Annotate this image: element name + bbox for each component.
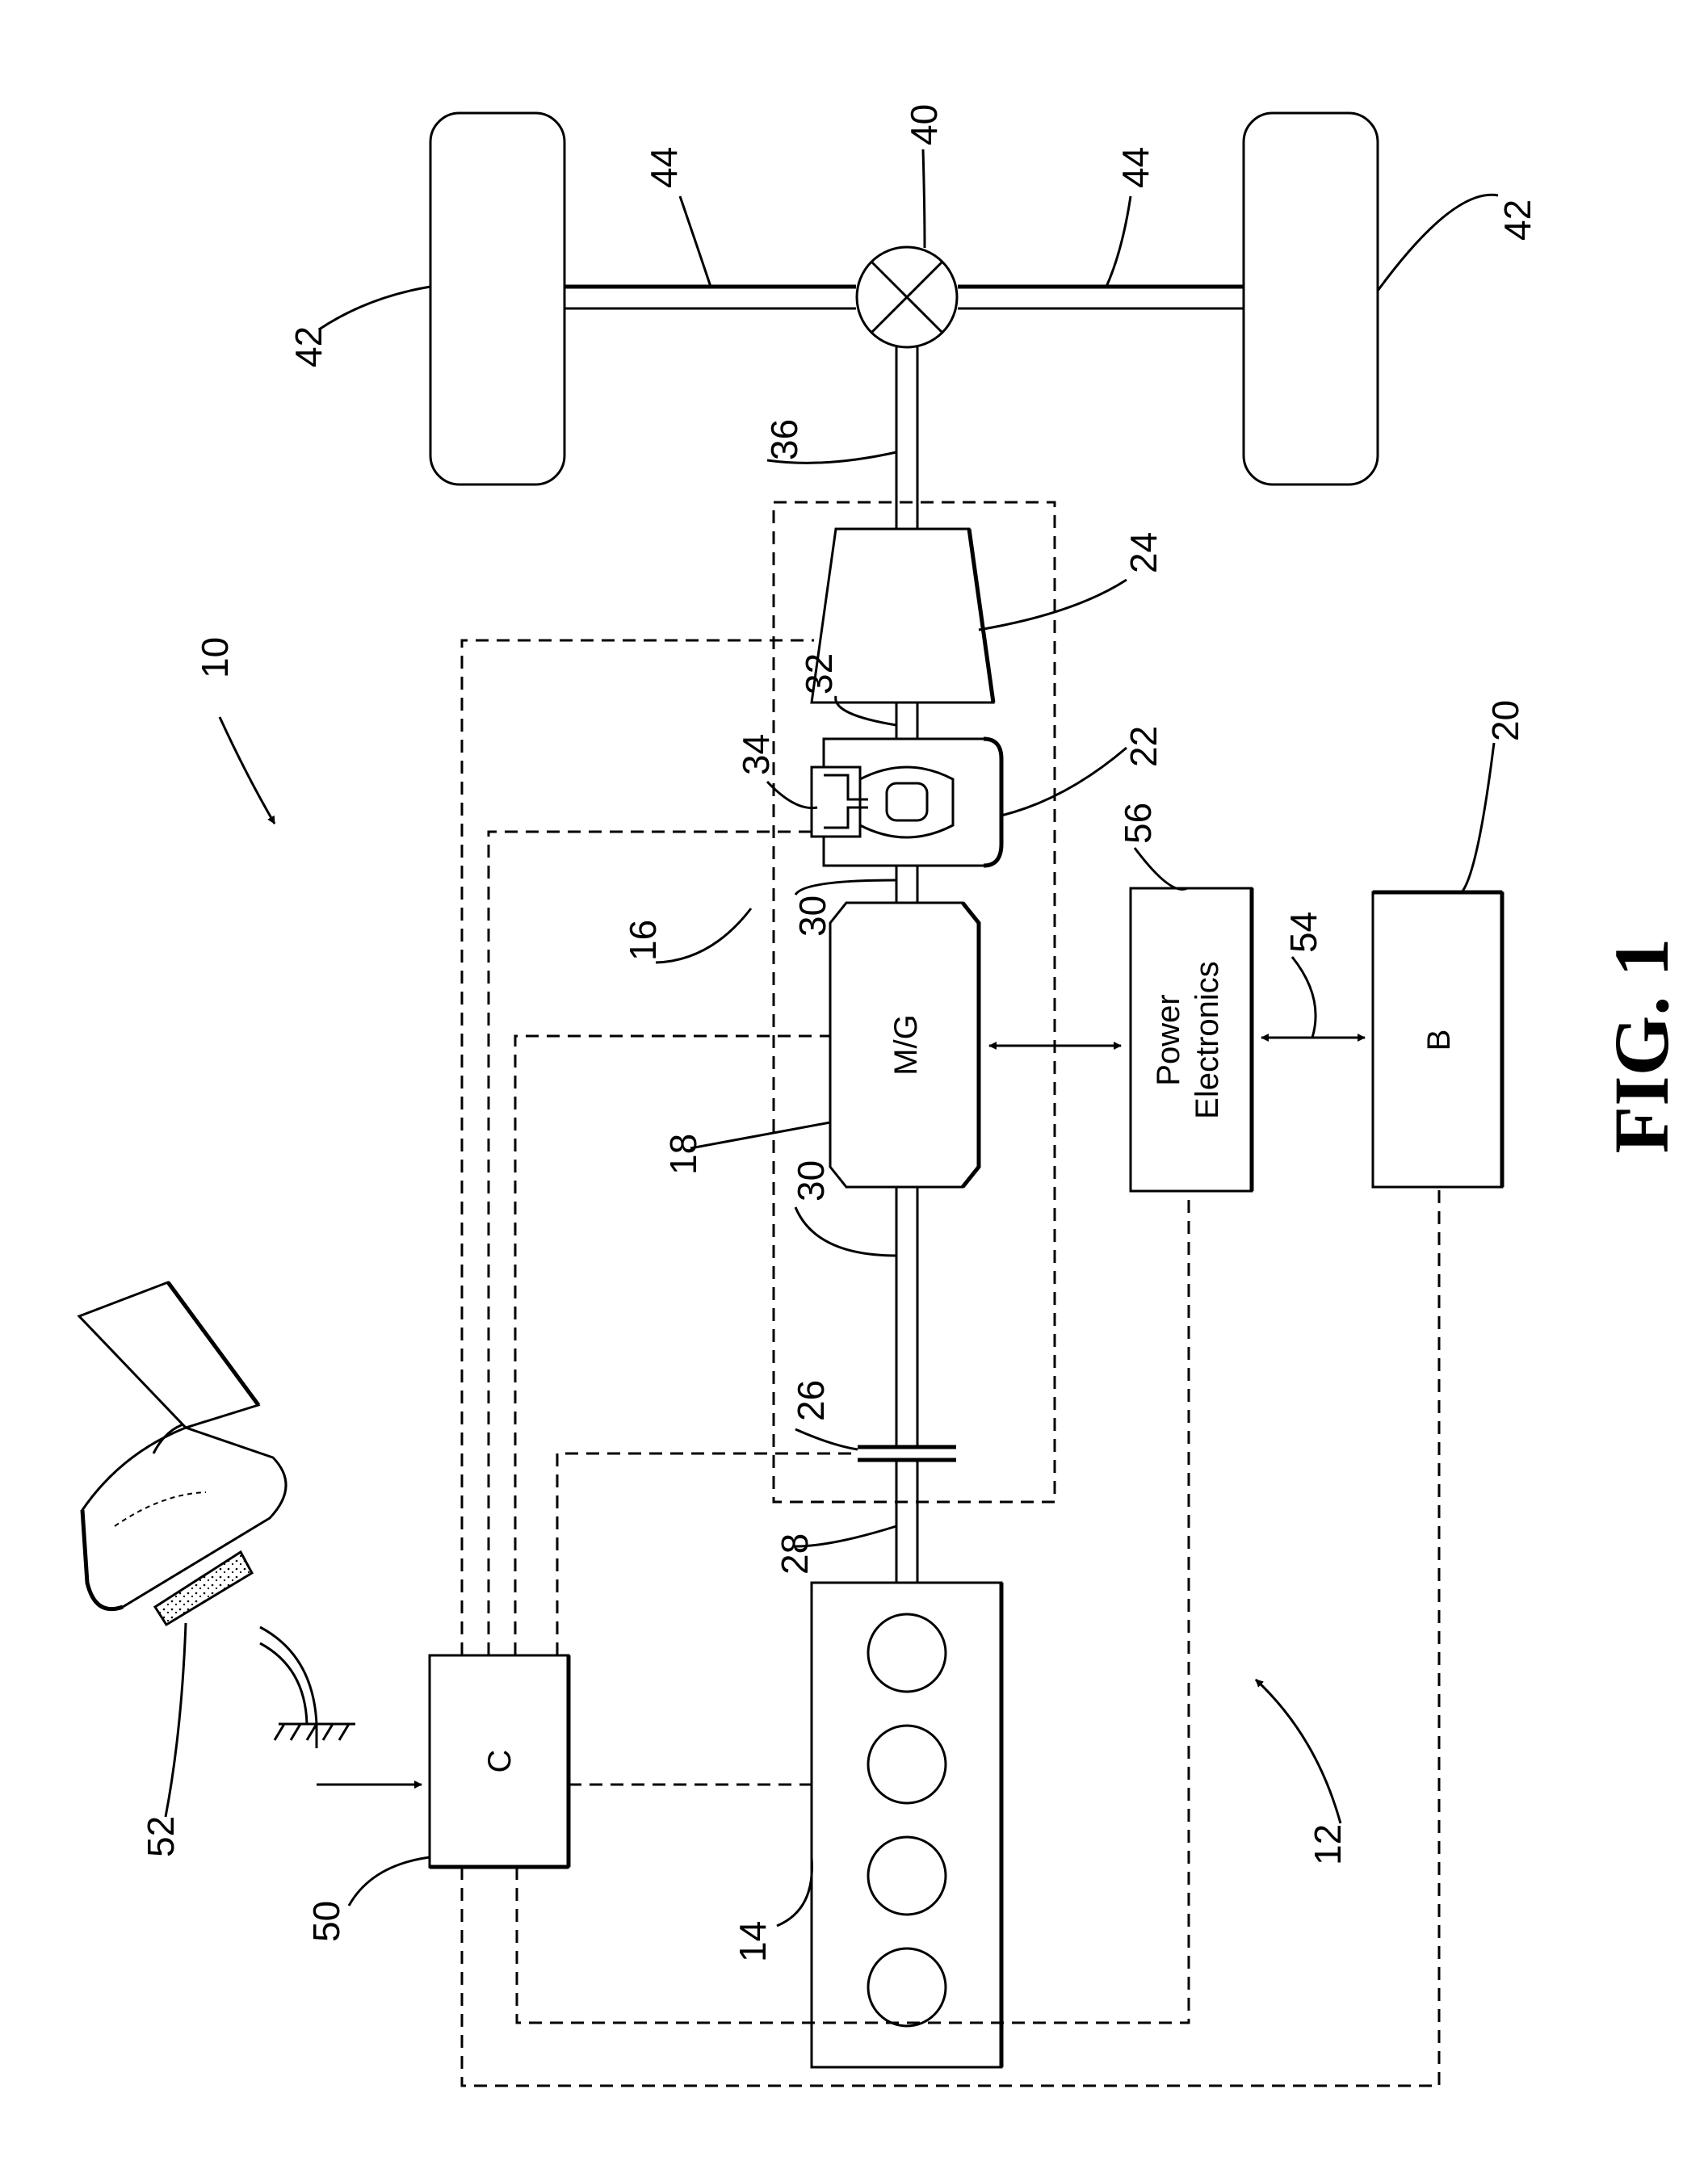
- label-50: 50: [305, 1901, 347, 1942]
- half-shaft-left: [564, 287, 856, 308]
- power-electronics-label-1: Power: [1151, 994, 1186, 1085]
- wheel-right: [1244, 113, 1378, 484]
- label-12: 12: [1307, 1824, 1349, 1865]
- label-10: 10: [194, 637, 236, 678]
- wheel-left: [430, 113, 564, 484]
- shaft-30-long: [896, 1187, 917, 1447]
- engine-block: [812, 1583, 1001, 2067]
- half-shaft-right: [958, 287, 1244, 308]
- label-44-right: 44: [1114, 147, 1156, 188]
- label-30-upper: 30: [791, 896, 833, 937]
- driver-foot: [79, 1282, 286, 1609]
- power-electronics-label-2: Electronics: [1190, 961, 1225, 1119]
- label-20: 20: [1484, 700, 1526, 741]
- label-30-lower: 30: [790, 1160, 832, 1202]
- label-24: 24: [1123, 532, 1165, 573]
- label-54: 54: [1282, 912, 1324, 953]
- label-40: 40: [903, 104, 945, 145]
- bypass-clutch: [812, 767, 868, 837]
- crankshaft-28: [896, 1460, 917, 1583]
- label-42-right: 42: [1496, 199, 1538, 241]
- label-52: 52: [140, 1816, 182, 1857]
- label-16: 16: [622, 920, 664, 961]
- label-34: 34: [735, 734, 777, 775]
- label-26: 26: [790, 1380, 832, 1421]
- arrow-10: [220, 717, 275, 824]
- disconnect-clutch: [858, 1447, 956, 1460]
- differential: [857, 247, 957, 347]
- label-22: 22: [1123, 726, 1165, 767]
- label-44-left: 44: [643, 147, 685, 188]
- figure-title: FIG. 1: [1598, 938, 1685, 1154]
- battery-label: B: [1421, 1030, 1457, 1051]
- label-28: 28: [774, 1533, 816, 1575]
- label-32: 32: [798, 653, 840, 694]
- label-18: 18: [662, 1134, 704, 1175]
- label-42-left: 42: [287, 326, 329, 367]
- label-14: 14: [732, 1921, 774, 1962]
- controller-label: C: [482, 1750, 518, 1773]
- shaft-32: [896, 703, 917, 739]
- shaft-30-short: [896, 866, 917, 903]
- label-36: 36: [763, 419, 805, 460]
- mg-label: M/G: [888, 1014, 924, 1076]
- label-56: 56: [1117, 803, 1159, 844]
- arrow-12: [1256, 1680, 1341, 1823]
